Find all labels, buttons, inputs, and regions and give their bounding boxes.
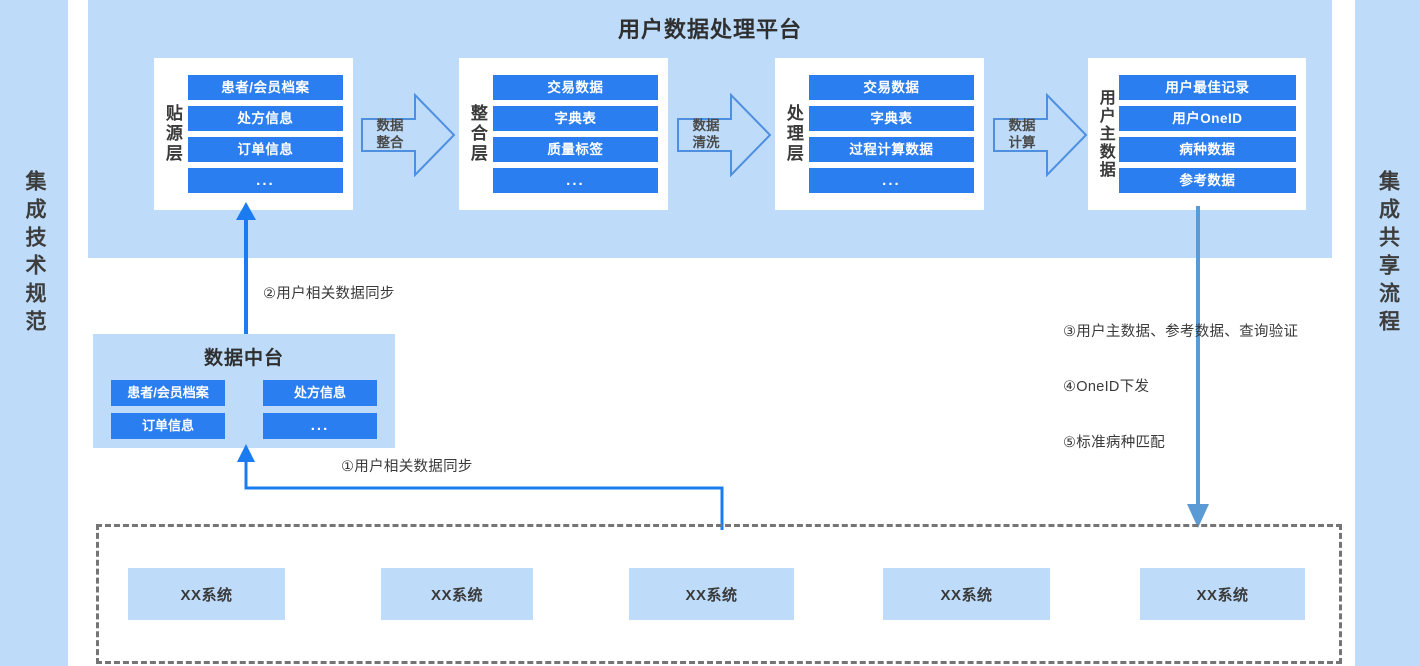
annotation-flow-1: ①用户相关数据同步 (341, 459, 473, 475)
page-title: 用户数据处理平台 (617, 17, 802, 42)
chip[interactable]: 参考数据 (1118, 168, 1296, 193)
left-band-label: 集成技术规范 (23, 170, 47, 338)
chip[interactable]: 患者/会员档案 (187, 75, 343, 100)
layer-label: 用户主数据 (1096, 89, 1114, 179)
chip[interactable]: 质量标签 (492, 137, 658, 162)
system-box[interactable]: XX系统 (128, 568, 285, 620)
layer-card-integration[interactable]: 整合层 交易数据 字典表 质量标签 ... (459, 58, 668, 210)
system-box[interactable]: XX系统 (629, 568, 794, 620)
mid-chip[interactable]: ... (263, 413, 377, 439)
left-vertical-band: 集成技术规范 (0, 0, 68, 666)
chip[interactable]: 用户最佳记录 (1118, 75, 1296, 100)
layer-label: 处理层 (783, 104, 803, 164)
right-band-label: 集成共享流程 (1376, 170, 1400, 338)
chip[interactable]: ... (808, 168, 974, 193)
system-box[interactable]: XX系统 (381, 568, 533, 620)
right-vertical-band: 集成共享流程 (1355, 0, 1420, 666)
chip[interactable]: 病种数据 (1118, 137, 1296, 162)
layer-label: 整合层 (467, 104, 487, 164)
chip[interactable]: ... (187, 168, 343, 193)
chip-column: 用户最佳记录 用户OneID 病种数据 参考数据 (1118, 75, 1306, 193)
annotation-flow-3: ③用户主数据、参考数据、查询验证 (1063, 324, 1299, 340)
mid-platform-card[interactable]: 数据中台 患者/会员档案 处方信息 订单信息 ... (93, 334, 395, 448)
layer-label: 贴源层 (162, 104, 182, 164)
mid-platform-chip-grid: 患者/会员档案 处方信息 订单信息 ... (93, 380, 395, 439)
chip-column: 交易数据 字典表 质量标签 ... (492, 75, 668, 193)
chip[interactable]: 订单信息 (187, 137, 343, 162)
arrow-sync-up-to-source (225, 200, 269, 352)
mid-chip[interactable]: 处方信息 (263, 380, 377, 406)
chip[interactable]: ... (492, 168, 658, 193)
layer-card-source[interactable]: 贴源层 患者/会员档案 处方信息 订单信息 ... (154, 58, 353, 210)
chip[interactable]: 字典表 (808, 106, 974, 131)
system-box[interactable]: XX系统 (1140, 568, 1305, 620)
systems-container (96, 524, 1342, 664)
annotation-flow-2: ②用户相关数据同步 (263, 286, 395, 302)
annotation-flow-4: ④OneID下发 (1063, 379, 1150, 395)
layer-card-master-data[interactable]: 用户主数据 用户最佳记录 用户OneID 病种数据 参考数据 (1088, 58, 1306, 210)
layer-card-processing[interactable]: 处理层 交易数据 字典表 过程计算数据 ... (775, 58, 984, 210)
chip[interactable]: 过程计算数据 (808, 137, 974, 162)
chip[interactable]: 交易数据 (492, 75, 658, 100)
annotation-flow-5: ⑤标准病种匹配 (1063, 435, 1166, 451)
chip-column: 患者/会员档案 处方信息 订单信息 ... (187, 75, 353, 193)
chip-column: 交易数据 字典表 过程计算数据 ... (808, 75, 984, 193)
arrow-sync-systems-to-mid (225, 440, 745, 532)
chip[interactable]: 交易数据 (808, 75, 974, 100)
mid-chip[interactable]: 患者/会员档案 (111, 380, 225, 406)
mid-platform-title: 数据中台 (203, 348, 284, 369)
chip[interactable]: 处方信息 (187, 106, 343, 131)
system-box[interactable]: XX系统 (883, 568, 1050, 620)
mid-chip[interactable]: 订单信息 (111, 413, 225, 439)
arrow-master-data-down-to-systems (1180, 206, 1216, 530)
chip[interactable]: 字典表 (492, 106, 658, 131)
chip[interactable]: 用户OneID (1118, 106, 1296, 131)
